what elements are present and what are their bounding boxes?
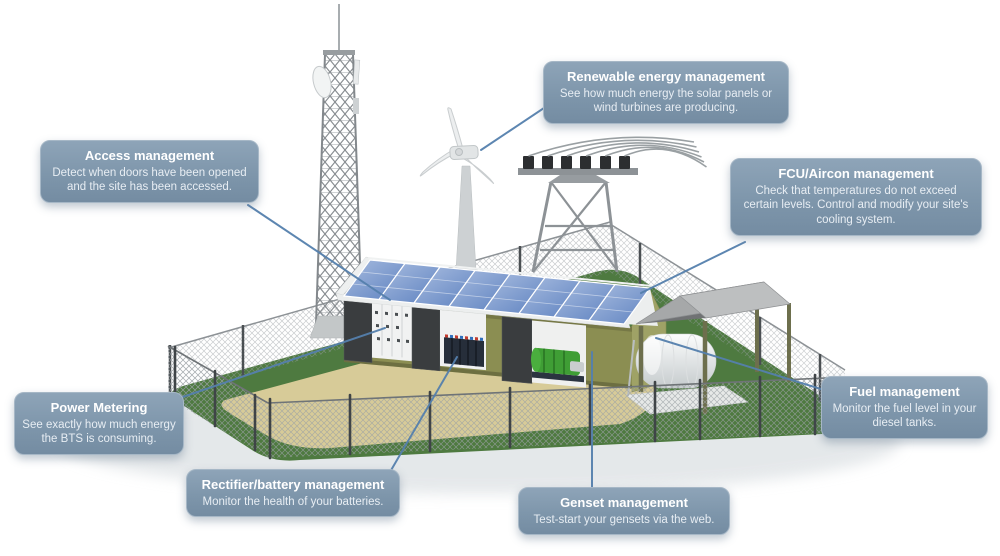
leader-fuel xyxy=(655,337,825,391)
power-lines xyxy=(528,136,707,168)
power-pylon xyxy=(518,136,707,273)
callout-genset: Genset management Test-start your genset… xyxy=(518,487,730,536)
rectifier-cabinets xyxy=(372,301,412,362)
turbine-blades xyxy=(419,107,495,184)
battery-bank xyxy=(440,309,486,371)
callout-power-metering: Power Metering See exactly how much ener… xyxy=(14,392,184,456)
callout-fuel: Fuel management Monitor the fuel level i… xyxy=(821,376,988,440)
callout-renewable-title: Renewable energy management xyxy=(567,69,765,84)
leader-lines xyxy=(167,99,825,491)
callout-renewable-body: See how much energy the solar panels or … xyxy=(559,87,773,115)
callout-fuel-title: Fuel management xyxy=(849,384,960,399)
shed-roof-right xyxy=(679,281,791,319)
callout-genset-title: Genset management xyxy=(560,495,688,510)
callout-power-body: See exactly how much energy the BTS is c… xyxy=(22,418,176,446)
callout-genset-body: Test-start your gensets via the web. xyxy=(533,513,715,526)
leader-rectifier xyxy=(389,356,458,473)
solar-panels xyxy=(342,259,652,325)
roof-ridge xyxy=(367,257,653,287)
tower-equipment-box xyxy=(353,98,359,114)
pylon-insulators xyxy=(523,156,630,169)
turbine-hub xyxy=(455,148,463,156)
callout-fuel-body: Monitor the fuel level in your diesel ta… xyxy=(832,402,977,430)
callout-fcu-title: FCU/Aircon management xyxy=(778,166,934,181)
building-door-1 xyxy=(343,297,373,363)
callout-rectifier-title: Rectifier/battery management xyxy=(201,477,385,492)
building-front-wall xyxy=(343,297,632,389)
callout-rectifier-body: Monitor the health of your batteries. xyxy=(202,495,384,508)
tower-panel-antenna xyxy=(352,59,361,85)
building-door-3 xyxy=(501,316,533,384)
callout-access-title: Access management xyxy=(84,148,215,163)
wind-turbine xyxy=(419,107,495,271)
leader-power xyxy=(167,327,386,403)
callout-power-title: Power Metering xyxy=(50,400,148,415)
callout-access: Access management Detect when doors have… xyxy=(40,140,259,204)
leader-access xyxy=(247,204,391,301)
callout-fcu-aircon: FCU/Aircon management Check that tempera… xyxy=(730,158,982,236)
fence-front xyxy=(267,373,849,460)
leader-fcu xyxy=(640,241,746,294)
callout-renewable-energy: Renewable energy management See how much… xyxy=(543,61,789,125)
callout-rectifier-battery: Rectifier/battery management Monitor the… xyxy=(186,469,400,518)
turbine-nacelle xyxy=(449,144,479,161)
shelter-building xyxy=(335,256,667,393)
tower-dish-antenna xyxy=(312,65,332,99)
callout-fcu-body: Check that temperatures do not exceed ce… xyxy=(743,184,969,227)
building-door-2 xyxy=(411,306,441,372)
callout-access-body: Detect when doors have been opened and t… xyxy=(52,166,247,194)
genset-machine xyxy=(531,320,586,388)
